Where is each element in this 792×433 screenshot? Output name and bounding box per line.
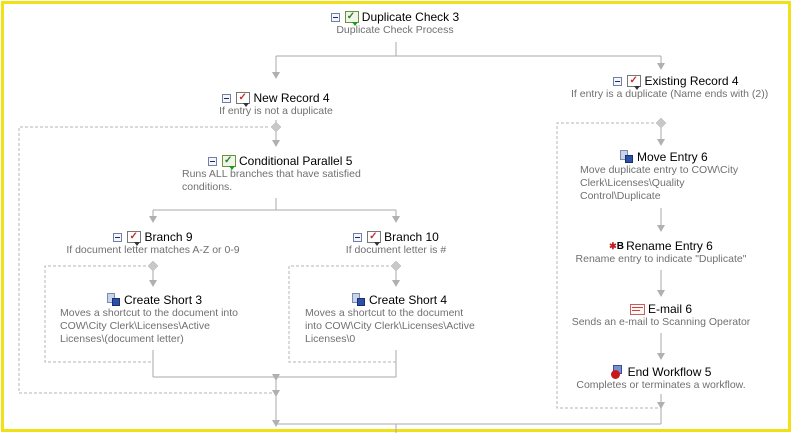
node-description: Completes or terminates a workflow. bbox=[576, 379, 746, 391]
collapse-toggle-icon[interactable] bbox=[208, 156, 217, 166]
node-branch-9[interactable]: ✓ Branch 9 If document letter matches A-… bbox=[58, 230, 248, 257]
node-description: If document letter is # bbox=[345, 244, 447, 256]
node-title: Branch 10 bbox=[384, 230, 439, 244]
node-existing-record[interactable]: ✓ Existing Record 4 If entry is a duplic… bbox=[571, 74, 781, 101]
branch-icon: ✓ bbox=[627, 75, 642, 90]
node-description: Rename entry to indicate "Duplicate" bbox=[575, 253, 747, 265]
rename-icon: ✱B bbox=[609, 241, 624, 252]
branch-icon: ✓ bbox=[127, 231, 142, 246]
node-email[interactable]: E-mail 6 Sends an e-mail to Scanning Ope… bbox=[566, 302, 756, 329]
node-description: Move duplicate entry to COW\City Clerk\L… bbox=[580, 164, 739, 202]
node-new-record[interactable]: ✓ New Record 4 If entry is not a duplica… bbox=[196, 91, 356, 118]
node-title: Duplicate Check 3 bbox=[361, 10, 460, 24]
node-description: Runs ALL branches that have satisfied co… bbox=[182, 168, 361, 193]
branch-icon: ✓ bbox=[236, 92, 251, 107]
node-move-entry[interactable]: Move Entry 6 Move duplicate entry to COW… bbox=[580, 150, 760, 203]
create-shortcut-icon bbox=[352, 293, 366, 307]
collapse-toggle-icon[interactable] bbox=[113, 232, 123, 242]
node-description: Duplicate Check Process bbox=[336, 24, 454, 36]
node-conditional-parallel[interactable]: ✓ Conditional Parallel 5 Runs ALL branch… bbox=[182, 154, 382, 194]
conditional-parallel-icon: ✓ bbox=[222, 155, 236, 170]
node-rename-entry[interactable]: ✱B Rename Entry 6 Rename entry to indica… bbox=[566, 239, 756, 266]
create-shortcut-icon bbox=[107, 293, 121, 307]
node-title: Conditional Parallel 5 bbox=[239, 154, 353, 168]
collapse-toggle-icon[interactable] bbox=[330, 12, 340, 22]
collapse-toggle-icon[interactable] bbox=[613, 76, 623, 86]
node-description: If entry is not a duplicate bbox=[219, 105, 333, 117]
node-description: Moves a shortcut to the document into CO… bbox=[60, 307, 239, 345]
node-title: Rename Entry 6 bbox=[626, 239, 713, 253]
end-workflow-icon bbox=[610, 365, 625, 379]
node-end-workflow[interactable]: End Workflow 5 Completes or terminates a… bbox=[566, 365, 756, 392]
node-title: Create Short 4 bbox=[369, 293, 448, 307]
rename-glyph: B bbox=[616, 241, 624, 252]
move-entry-icon bbox=[620, 150, 634, 164]
node-title: Move Entry 6 bbox=[637, 150, 708, 164]
branch-icon: ✓ bbox=[367, 231, 382, 246]
node-title: New Record 4 bbox=[253, 91, 330, 105]
email-icon bbox=[629, 303, 645, 315]
node-branch-10[interactable]: ✓ Branch 10 If document letter is # bbox=[311, 230, 481, 257]
node-description: Moves a shortcut to the document into CO… bbox=[305, 307, 475, 345]
node-title: Branch 9 bbox=[144, 230, 193, 244]
node-duplicate-check[interactable]: ✓ Duplicate Check 3 Duplicate Check Proc… bbox=[300, 10, 490, 37]
node-title: End Workflow 5 bbox=[627, 365, 712, 379]
node-create-short-3[interactable]: Create Short 3 Moves a shortcut to the d… bbox=[60, 293, 250, 346]
node-create-short-4[interactable]: Create Short 4 Moves a shortcut to the d… bbox=[305, 293, 480, 346]
node-title: E-mail 6 bbox=[647, 302, 692, 316]
node-title: Create Short 3 bbox=[124, 293, 203, 307]
node-description: If document letter matches A-Z or 0-9 bbox=[66, 244, 240, 256]
collapse-toggle-icon[interactable] bbox=[222, 93, 232, 103]
node-description: If entry is a duplicate (Name ends with … bbox=[571, 88, 769, 100]
node-description: Sends an e-mail to Scanning Operator bbox=[571, 316, 751, 328]
collapse-toggle-icon[interactable] bbox=[353, 232, 363, 242]
node-title: Existing Record 4 bbox=[644, 74, 739, 88]
conditional-decision-icon: ✓ bbox=[344, 11, 359, 26]
